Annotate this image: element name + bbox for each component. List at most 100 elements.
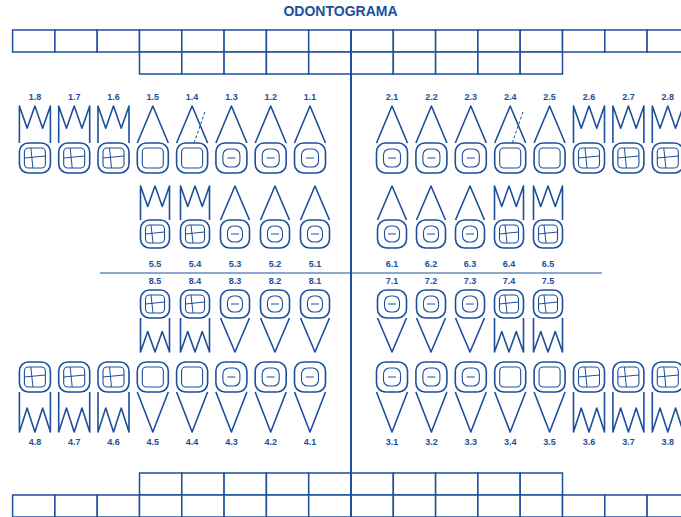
incisal-face	[302, 149, 319, 167]
tooth-number: 4.6	[106, 437, 121, 447]
tooth-number: 6.3	[463, 259, 478, 269]
incisal-edge	[231, 234, 239, 235]
occlusal-face	[24, 148, 45, 168]
chart-box	[393, 473, 435, 495]
occlusal-face	[657, 367, 678, 387]
chart-box	[224, 473, 266, 495]
chart-box	[647, 30, 681, 52]
tooth-number: 5.2	[268, 259, 283, 269]
chart-box	[309, 473, 351, 495]
fissure	[579, 367, 600, 387]
tooth-number: 2.3	[464, 92, 479, 102]
tooth-root	[495, 106, 526, 143]
incisal-face	[308, 296, 323, 312]
occlusal-face	[146, 295, 165, 313]
tooth-root	[613, 392, 644, 432]
incisal-edge	[231, 304, 239, 305]
incisal-face	[262, 368, 279, 386]
incisal-face	[262, 149, 279, 167]
incisal-face	[385, 296, 400, 312]
tooth-root	[534, 186, 563, 220]
tooth-number: 4.7	[67, 437, 82, 447]
incisal-face	[384, 368, 401, 386]
chart-box	[97, 30, 139, 52]
fissure	[579, 148, 600, 168]
tooth-root	[652, 106, 681, 143]
incisal-face	[302, 368, 319, 386]
incisal-face	[462, 149, 479, 167]
fissure	[24, 148, 45, 168]
chart-box	[520, 52, 562, 74]
tooth-crown	[495, 362, 526, 392]
chart-box	[478, 473, 520, 495]
tooth-crown	[455, 143, 486, 173]
occlusal-face	[146, 225, 165, 243]
occlusal-face	[579, 367, 600, 387]
incisal-face	[268, 226, 283, 242]
incisal-edge	[388, 158, 396, 159]
tooth-crown	[456, 290, 485, 318]
chart-box	[140, 473, 182, 495]
chart-box	[436, 52, 478, 74]
tooth-root	[417, 186, 446, 220]
tooth-crown	[141, 290, 170, 318]
chart-box	[13, 30, 55, 52]
chart-box	[266, 30, 308, 52]
incisal-edge	[388, 234, 396, 235]
tooth-root	[416, 106, 447, 143]
chart-box	[563, 30, 605, 52]
tooth-crown	[534, 220, 563, 248]
chart-box	[605, 495, 647, 517]
chart-box	[393, 495, 435, 517]
tooth-root	[141, 186, 170, 220]
chart-box	[224, 495, 266, 517]
tooth-crown	[377, 143, 408, 173]
incisal-edge	[306, 377, 314, 378]
tooth-root	[19, 392, 50, 432]
tooth-root	[417, 318, 446, 352]
tooth-crown	[141, 220, 170, 248]
tooth-root	[495, 318, 524, 352]
tooth-root	[534, 106, 565, 143]
tooth-crown	[137, 143, 168, 173]
chart-box	[647, 495, 681, 517]
incisal-face	[384, 149, 401, 167]
tooth-number: 4.4	[185, 437, 200, 447]
tooth-crown	[652, 143, 681, 173]
tooth-root	[59, 106, 90, 143]
occlusal-face	[142, 367, 163, 387]
tooth-crown	[377, 362, 408, 392]
incisal-edge	[427, 234, 435, 235]
incisal-edge	[427, 158, 435, 159]
tooth-crown	[574, 143, 605, 173]
tooth-number: 8.2	[268, 276, 283, 286]
tooth-number: 2.4	[503, 92, 518, 102]
tooth-number: 2.2	[424, 92, 439, 102]
chart-box	[140, 30, 182, 52]
tooth-number: 8.5	[148, 276, 163, 286]
fissure	[103, 148, 124, 168]
chart-box	[266, 52, 308, 74]
tooth-root	[141, 318, 170, 352]
tooth-number: 2.6	[582, 92, 597, 102]
incisal-edge	[267, 377, 275, 378]
incisal-edge	[271, 304, 279, 305]
chart-box	[224, 30, 266, 52]
tooth-number: 1.5	[146, 92, 161, 102]
occlusal-face	[579, 148, 600, 168]
chart-box	[436, 473, 478, 495]
incisal-face	[423, 368, 440, 386]
chart-box	[563, 495, 605, 517]
tooth-number: 1.6	[106, 92, 121, 102]
incisal-edge	[427, 377, 435, 378]
root-split	[512, 110, 524, 143]
tooth-number: 8.1	[308, 276, 323, 286]
chart-box	[182, 473, 224, 495]
tooth-crown	[417, 290, 446, 318]
chart-box	[478, 52, 520, 74]
tooth-number: 2.8	[661, 92, 676, 102]
tooth-crown	[295, 362, 326, 392]
chart-box	[436, 30, 478, 52]
occlusal-face	[64, 367, 85, 387]
